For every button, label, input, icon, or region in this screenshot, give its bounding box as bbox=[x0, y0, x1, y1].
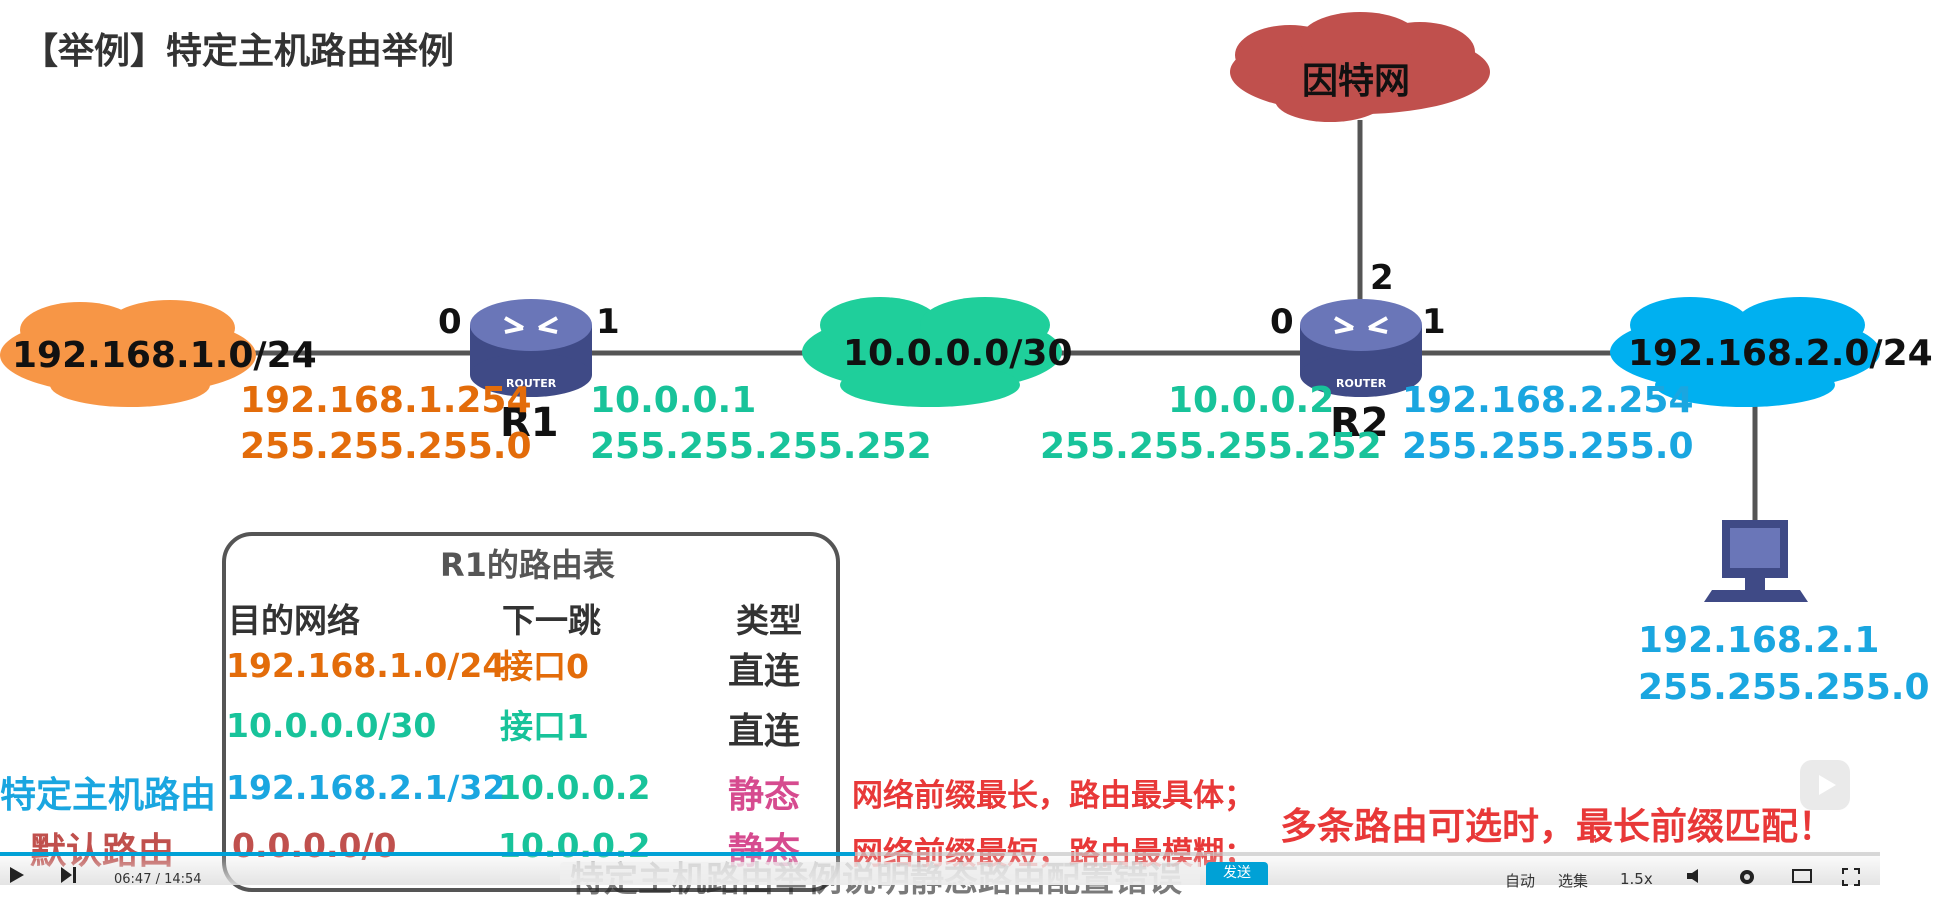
table-row-1-dest: 10.0.0.0/30 bbox=[226, 706, 437, 745]
r2-router-badge: ROUTER bbox=[1336, 377, 1387, 390]
router-r1-icon bbox=[470, 299, 592, 397]
fullscreen-icon[interactable] bbox=[1842, 868, 1860, 890]
table-header-type: 类型 bbox=[736, 601, 802, 640]
danmaku-send-button[interactable]: 发送 bbox=[1206, 862, 1268, 885]
table-row-1-next: 接口1 bbox=[500, 707, 589, 746]
widescreen-icon[interactable] bbox=[1792, 868, 1812, 888]
table-header-next: 下一跳 bbox=[502, 601, 601, 640]
slide-canvas: 【举例】特定主机路由举例 因特网 192.168.1.0/24 10.0.0.0… bbox=[0, 12, 1933, 900]
link-cloud-label: 10.0.0.0/30 bbox=[843, 333, 1073, 374]
r2-if0-mask: 255.255.255.252 bbox=[1040, 426, 1382, 467]
lan2-cloud bbox=[1610, 297, 1880, 407]
episodes-button[interactable]: 选集 bbox=[1558, 872, 1589, 890]
r1-router-badge: ROUTER bbox=[506, 377, 557, 390]
volume-icon[interactable] bbox=[1686, 868, 1706, 888]
table-row-2-dest: 192.168.2.1/32 bbox=[226, 768, 506, 807]
internet-cloud-label: 因特网 bbox=[1302, 61, 1411, 102]
lan1-cloud-label: 192.168.1.0/24 bbox=[12, 335, 317, 376]
settings-gear-icon[interactable] bbox=[1738, 868, 1756, 890]
host-ip: 192.168.2.1 bbox=[1638, 620, 1880, 661]
table-row-0-next: 接口0 bbox=[500, 647, 589, 686]
lan1-cloud bbox=[0, 300, 256, 407]
r1-port-0: 0 bbox=[438, 302, 462, 342]
table-row-0-dest: 192.168.1.0/24 bbox=[226, 646, 506, 685]
topology-diagram bbox=[0, 12, 1880, 602]
conclusion-text: 多条路由可选时，最长前缀匹配！ bbox=[1280, 805, 1835, 848]
r1-if0-mask: 255.255.255.0 bbox=[240, 426, 532, 467]
routing-table-title: R1的路由表 bbox=[440, 546, 615, 584]
r2-if1-ip: 192.168.2.254 bbox=[1402, 380, 1694, 421]
host-mask: 255.255.255.0 bbox=[1638, 667, 1930, 708]
table-row-1-type: 直连 bbox=[728, 711, 801, 752]
lan2-cloud-label: 192.168.2.0/24 bbox=[1628, 333, 1933, 374]
table-row-2-note: 网络前缀最长，路由最具体； bbox=[852, 778, 1255, 814]
danmaku-input[interactable] bbox=[560, 862, 1200, 885]
r2-port-1: 1 bbox=[1422, 302, 1446, 342]
r2-if1-mask: 255.255.255.0 bbox=[1402, 426, 1694, 467]
internet-cloud bbox=[1230, 12, 1490, 122]
table-row-0-type: 直连 bbox=[728, 651, 801, 692]
time-display: 06:47 / 14:54 bbox=[114, 872, 202, 887]
auto-quality-button[interactable]: 自动 bbox=[1505, 872, 1536, 890]
table-row-2-side-label: 特定主机路由 bbox=[0, 775, 217, 816]
r2-if0-ip: 10.0.0.2 bbox=[1168, 380, 1335, 421]
host-computer-icon bbox=[1704, 520, 1808, 602]
r1-port-1: 1 bbox=[596, 302, 620, 342]
next-icon[interactable] bbox=[60, 866, 78, 888]
r2-port-2: 2 bbox=[1370, 258, 1394, 298]
table-header-dest: 目的网络 bbox=[228, 601, 360, 640]
playback-speed-button[interactable]: 1.5x bbox=[1620, 870, 1653, 888]
page-title: 【举例】特定主机路由举例 bbox=[22, 31, 455, 72]
r1-name: R1 bbox=[500, 400, 559, 446]
routing-table-frame bbox=[222, 532, 840, 892]
picture-in-picture-icon[interactable] bbox=[1800, 760, 1850, 810]
r2-name: R2 bbox=[1330, 400, 1389, 446]
r1-if0-ip: 192.168.1.254 bbox=[240, 380, 532, 421]
play-icon[interactable] bbox=[8, 866, 26, 888]
r1-if1-mask: 255.255.255.252 bbox=[590, 426, 932, 467]
table-row-2-next: 10.0.0.2 bbox=[498, 768, 651, 807]
table-row-2-type: 静态 bbox=[728, 775, 801, 816]
progress-bar-fill bbox=[0, 852, 856, 856]
router-r2-icon bbox=[1300, 299, 1422, 397]
link-cloud bbox=[802, 297, 1062, 407]
r1-if1-ip: 10.0.0.1 bbox=[590, 380, 757, 421]
progress-bar[interactable] bbox=[0, 852, 1880, 856]
r2-port-0: 0 bbox=[1270, 302, 1294, 342]
